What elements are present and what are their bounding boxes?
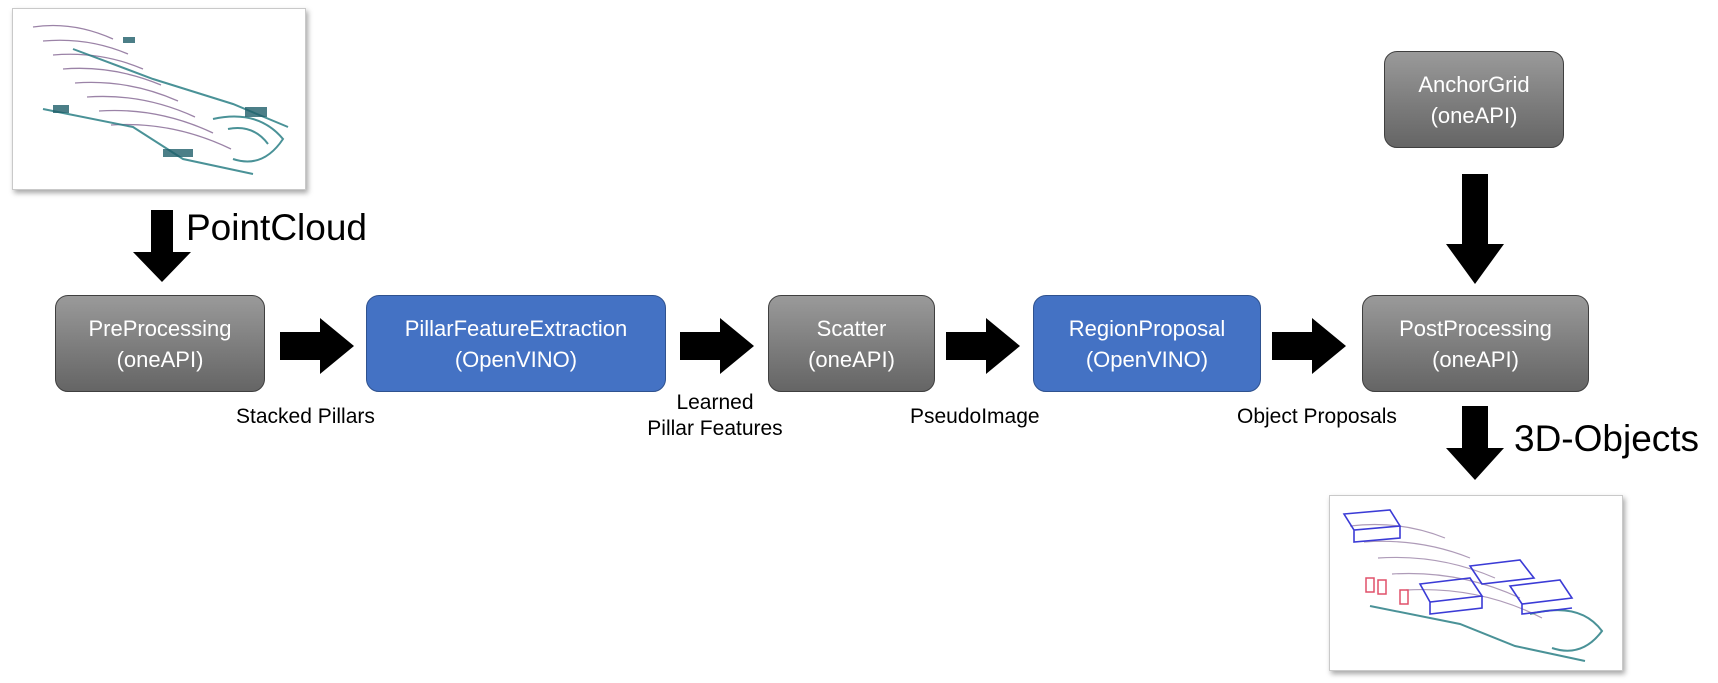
arrow-input-to-preprocessing [133,210,191,282]
scatter-title: Scatter [816,315,887,341]
arrow-anchorgrid-to-postprocessing [1446,174,1504,284]
scatter-node: Scatter (oneAPI) [768,295,935,392]
regionproposal-runtime: (OpenVINO) [1085,346,1209,372]
arrow-preprocessing-to-pfe [280,318,354,374]
pfe-title: PillarFeatureExtraction [404,315,628,341]
arrow-scatter-to-regionproposal [946,318,1020,374]
output-detections-image [1329,495,1623,671]
learned-pillar-features-label: Learned Pillar Features [640,390,790,442]
pfe-runtime: (OpenVINO) [454,346,578,372]
3d-objects-label: 3D-Objects [1514,418,1700,459]
anchor-grid-node: AnchorGrid (oneAPI) [1384,51,1564,148]
scatter-runtime: (oneAPI) [808,346,895,372]
input-point-cloud-image [12,8,306,190]
postprocessing-node: PostProcessing (oneAPI) [1362,295,1589,392]
regionproposal-title: RegionProposal [1068,315,1226,341]
region-proposal-node: RegionProposal (OpenVINO) [1033,295,1261,392]
pillar-feature-extraction-node: PillarFeatureExtraction (OpenVINO) [366,295,666,392]
learned-pillar-features-line1: Learned [676,391,754,414]
preprocessing-runtime: (oneAPI) [116,346,204,372]
arrow-regionproposal-to-postprocessing [1272,318,1346,374]
preprocessing-title: PreProcessing [88,315,232,341]
arrow-postprocessing-to-output [1446,406,1504,480]
preprocessing-node: PreProcessing (oneAPI) [55,295,265,392]
object-proposals-label: Object Proposals [1237,405,1397,428]
stacked-pillars-label: Stacked Pillars [236,405,375,428]
postprocessing-title: PostProcessing [1399,315,1552,341]
learned-pillar-features-line2: Pillar Features [647,417,783,440]
anchorgrid-runtime: (oneAPI) [1430,102,1518,128]
postprocessing-runtime: (oneAPI) [1432,346,1519,372]
arrow-pfe-to-scatter [680,318,754,374]
anchorgrid-title: AnchorGrid [1418,71,1530,97]
pseudoimage-label: PseudoImage [910,405,1040,428]
pointcloud-label: PointCloud [186,207,368,248]
